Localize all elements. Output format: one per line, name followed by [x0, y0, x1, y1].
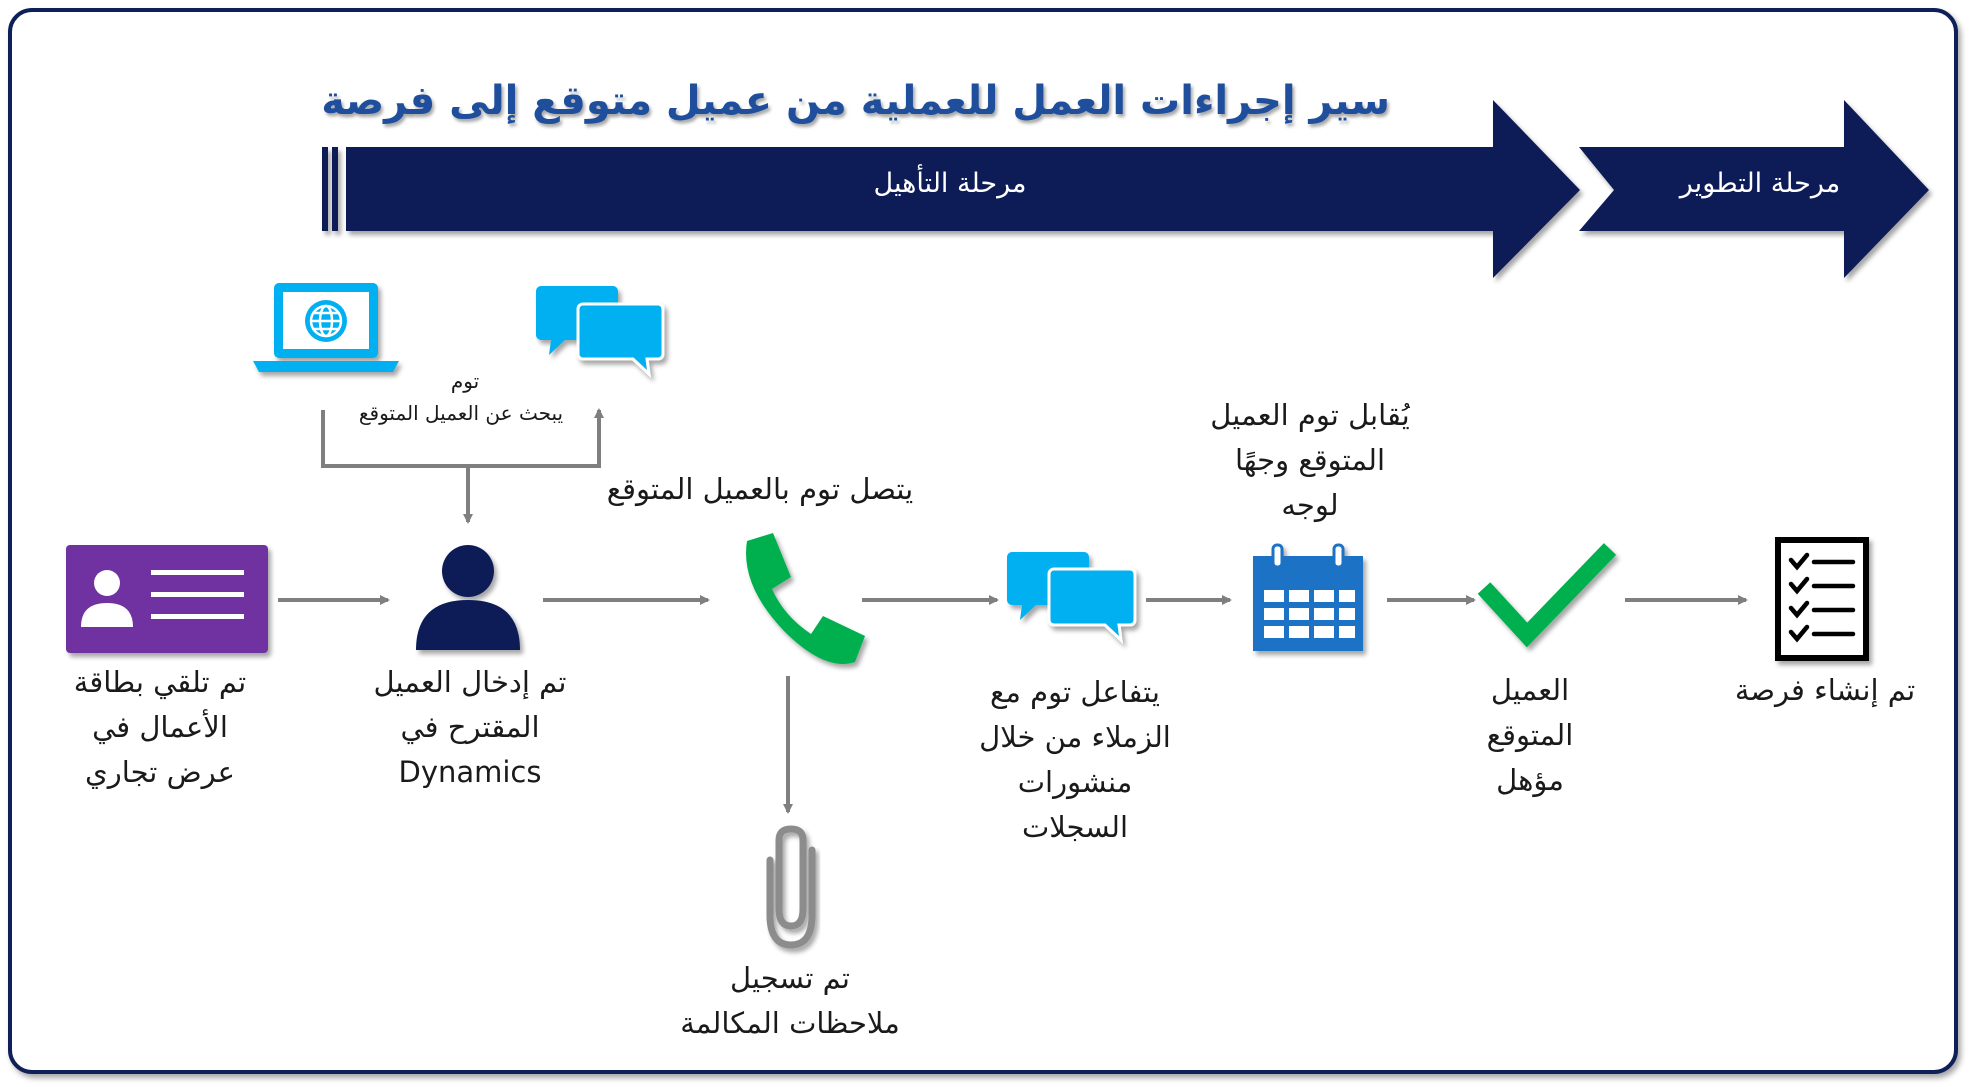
flow-connectors: [278, 410, 1748, 814]
develop-stage-arrow: [1579, 100, 1929, 278]
chat-bubbles-icon: [536, 286, 665, 378]
qualified-label: العميل المتوقع مؤهل: [1486, 673, 1574, 797]
paperclip-icon: [766, 825, 816, 949]
lead-entered-product-label: Dynamics: [398, 755, 542, 789]
contact-card-icon: [66, 545, 268, 653]
qualify-stage-arrow: [322, 100, 1580, 278]
develop-stage-label: مرحلة التطوير: [1679, 168, 1841, 199]
chat-bubbles-colleagues-icon: [1007, 552, 1137, 644]
phone-icon: [746, 533, 865, 664]
connector-research-bracket: [321, 410, 599, 468]
person-icon: [416, 545, 520, 650]
checkmark-icon: [1477, 543, 1617, 648]
laptop-globe-icon: [253, 283, 399, 372]
call-label: يتصل توم بالعميل المتوقع: [606, 472, 914, 506]
research-label: يبحث عن العميل المتوقع: [358, 401, 564, 425]
call-notes-label: تم تسجيل ملاحظات المكالمة: [680, 961, 900, 1040]
meeting-label: يُقابل توم العميل المتوقع وجهًا لوجه: [1210, 398, 1410, 522]
lead-entered-label: تم إدخال العميل المقترح في: [373, 665, 567, 744]
colleagues-label: يتفاعل توم مع الزملاء من خلال منشورات ال…: [979, 675, 1171, 844]
diagram-title: سير إجراءات العمل للعملية من عميل متوقع …: [321, 78, 1390, 124]
checklist-icon: [1775, 537, 1869, 661]
research-name-label: توم: [450, 369, 480, 393]
qualify-stage-label: مرحلة التأهيل: [873, 168, 1027, 199]
business-card-label: تم تلقي بطاقة الأعمال في عرض تجاري: [73, 665, 247, 789]
calendar-icon: [1253, 543, 1363, 651]
opportunity-label: تم إنشاء فرصة: [1734, 673, 1916, 707]
